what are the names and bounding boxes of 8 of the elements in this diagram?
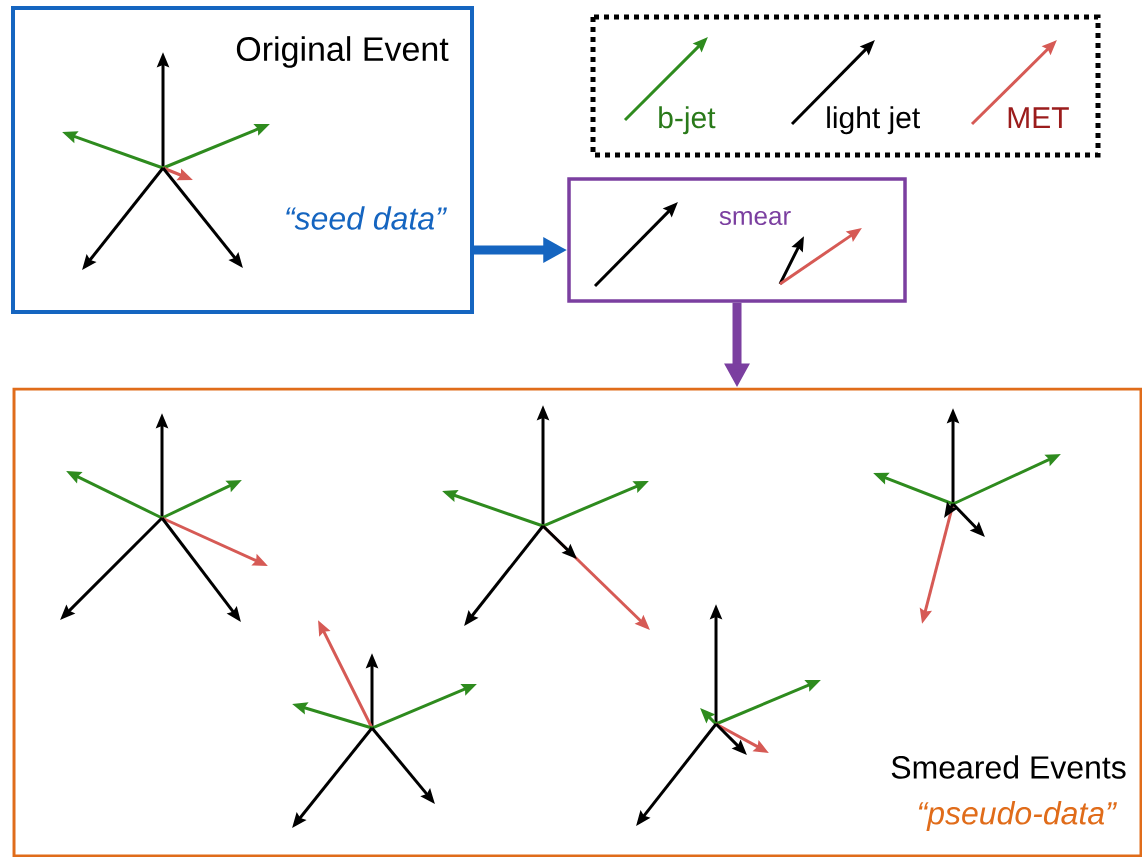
title-text: Smeared Events <box>891 755 1126 779</box>
process-box <box>11 6 474 314</box>
caption-text: “seed data” <box>286 206 447 230</box>
title-text: smear <box>719 210 791 226</box>
caption-text: “pseudo-data” <box>918 801 1117 831</box>
process-box <box>12 387 1142 857</box>
process-box <box>567 177 907 303</box>
title-text: Original Event <box>236 36 449 68</box>
